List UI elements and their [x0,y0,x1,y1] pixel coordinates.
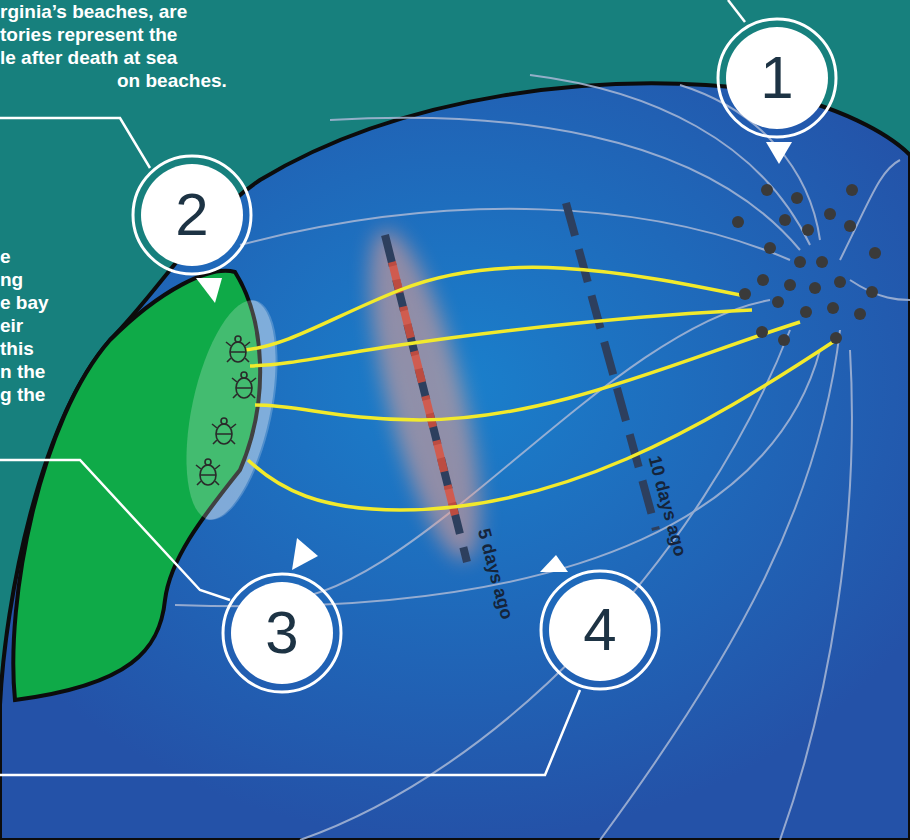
callout-circle: 4 [538,568,662,692]
note-text: tories represent the [0,24,177,46]
ocean-region [0,83,910,840]
note-text: ng [0,269,23,291]
stranding-zone [170,292,295,528]
note-text: e [0,246,11,268]
leader-lines [0,0,745,775]
note-text: e bay [0,292,49,314]
turtle-icons [196,336,256,485]
callout-circle: 1 [715,16,839,140]
callout-number: 4 [583,600,616,660]
note-text: eir [0,315,23,337]
time-band-10-days [566,203,656,530]
drift-lines [175,75,910,840]
callout-circle: 3 [220,571,344,695]
drift-tracks [245,267,836,510]
note-text: on beaches. [117,70,227,92]
note-text: g the [0,384,45,406]
callout-circle: 2 [130,153,254,277]
note-text: rginia’s beaches, are [0,1,187,23]
carcass-dots [732,184,881,346]
note-text: n the [0,361,45,383]
callout-number: 1 [760,48,793,108]
callout-pointers [196,142,792,572]
callout-number: 2 [175,185,208,245]
time-band-5-days [347,221,503,569]
note-text: this [0,338,34,360]
note-text: le after death at sea [0,47,177,69]
callout-number: 3 [265,603,298,663]
